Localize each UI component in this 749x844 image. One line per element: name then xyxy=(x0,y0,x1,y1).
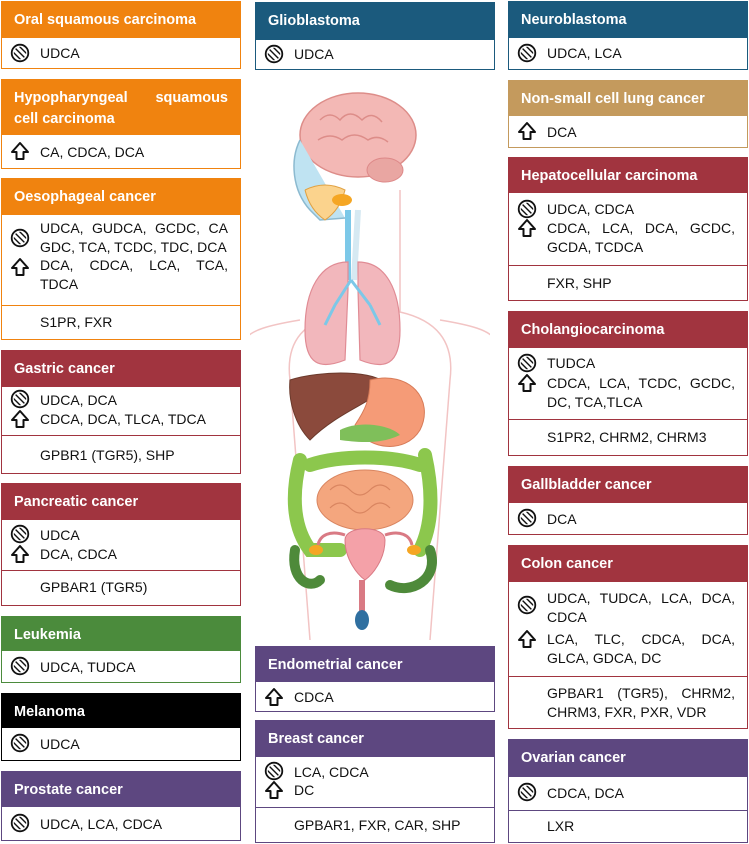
card-leukemia: Leukemia UDCA, TUDCA xyxy=(1,616,241,683)
card-title: Non-small cell lung cancer xyxy=(509,81,747,116)
card-title: Leukemia xyxy=(2,617,240,651)
card-title: Melanoma xyxy=(2,694,240,728)
up-arrow-icon xyxy=(10,544,30,564)
no-sign-icon xyxy=(10,813,30,833)
card-ovarian-cancer: Ovarian cancer CDCA, DCA LXR xyxy=(508,739,748,843)
no-sign-icon xyxy=(517,508,537,528)
receptor-list: S1PR2, CHRM2, CHRM3 xyxy=(547,429,707,445)
increase-list: CDCA, LCA, TCDC, GCDC, DC, TCA,TLCA xyxy=(547,375,735,410)
card-title: Pancreatic cancer xyxy=(2,484,240,520)
inhibit-list: UDCA xyxy=(40,736,80,752)
card-title: Oral squamous carcinoma xyxy=(2,2,240,38)
receptor-list: GPBAR1, FXR, CAR, SHP xyxy=(294,817,461,833)
no-sign-icon xyxy=(10,228,30,248)
inhibit-list: UDCA, TUDCA, LCA, DCA, CDCA xyxy=(547,590,735,625)
up-arrow-icon xyxy=(264,687,284,707)
card-gallbladder-cancer: Gallbladder cancer DCA xyxy=(508,466,748,535)
increase-list: DCA xyxy=(547,124,577,140)
card-melanoma: Melanoma UDCA xyxy=(1,693,241,761)
card-endometrial-cancer: Endometrial cancer CDCA xyxy=(255,646,495,712)
card-neuroblastoma: Neuroblastoma UDCA, LCA xyxy=(508,1,748,70)
card-colon-cancer: Colon cancer UDCA, TUDCA, LCA, DCA, CDCA… xyxy=(508,545,748,729)
inhibit-list: UDCA, CDCA xyxy=(547,201,635,217)
inhibit-list: TUDCA xyxy=(547,355,596,371)
card-non-small-cell-lung-cancer: Non-small cell lung cancer DCA xyxy=(508,80,748,148)
receptor-list: GPBAR1 (TGR5) xyxy=(40,579,148,595)
inhibit-list: UDCA, LCA, CDCA xyxy=(40,816,163,832)
no-sign-icon xyxy=(517,595,537,615)
card-glioblastoma: Glioblastoma UDCA xyxy=(255,2,495,70)
card-breast-cancer: Breast cancer LCA, CDCA DC GPBAR1, FXR, … xyxy=(255,720,495,843)
inhibit-list: UDCA, GUDCA, GCDC, CA GDC, TCA, TCDC, TD… xyxy=(40,220,228,255)
up-arrow-icon xyxy=(517,121,537,141)
card-title: Colon cancer xyxy=(509,546,747,582)
increase-list: DC xyxy=(294,782,315,798)
inhibit-list: CDCA, DCA xyxy=(547,785,625,801)
up-arrow-icon xyxy=(264,780,284,800)
receptor-list: FXR, SHP xyxy=(547,275,612,291)
increase-list: CDCA, LCA, DCA, GCDC, GCDA, TCDCA xyxy=(547,220,735,255)
card-gastric-cancer: Gastric cancer UDCA, DCA CDCA, DCA, TLCA… xyxy=(1,350,241,474)
no-sign-icon xyxy=(10,43,30,63)
card-prostate-cancer: Prostate cancer UDCA, LCA, CDCA xyxy=(1,771,241,841)
card-oesophageal-cancer: Oesophageal cancer UDCA, GUDCA, GCDC, CA… xyxy=(1,178,241,340)
inhibit-list: DCA xyxy=(547,511,577,527)
increase-list: DCA, CDCA, LCA, TCA, TDCA xyxy=(40,257,228,292)
card-cholangiocarcinoma: Cholangiocarcinoma TUDCA CDCA, LCA, TCDC… xyxy=(508,311,748,456)
no-sign-icon xyxy=(10,389,30,409)
card-pancreatic-cancer: Pancreatic cancer UDCA DCA, CDCA GPBAR1 … xyxy=(1,483,241,606)
human-anatomy-illustration xyxy=(250,92,490,640)
inhibit-list: UDCA xyxy=(40,527,80,543)
card-title: Endometrial cancer xyxy=(256,647,494,682)
card-title: Oesophageal cancer xyxy=(2,179,240,215)
card-title: Neuroblastoma xyxy=(509,2,747,38)
card-title: Gastric cancer xyxy=(2,351,240,387)
card-oral-squamous-carcinoma: Oral squamous carcinoma UDCA xyxy=(1,1,241,69)
no-sign-icon xyxy=(10,656,30,676)
receptor-list: GPBR1 (TGR5), SHP xyxy=(40,447,175,463)
inhibit-list: UDCA, TUDCA xyxy=(40,659,136,675)
card-title: Prostate cancer xyxy=(2,772,240,807)
increase-list: CA, CDCA, DCA xyxy=(40,144,145,160)
card-title: Gallbladder cancer xyxy=(509,467,747,503)
up-arrow-icon xyxy=(10,141,30,161)
up-arrow-icon xyxy=(517,629,537,649)
no-sign-icon xyxy=(264,44,284,64)
increase-list: CDCA xyxy=(294,689,334,705)
inhibit-list: LCA, CDCA xyxy=(294,764,369,780)
card-hypopharyngeal-carcinoma: Hypopharyngeal squamous cell carcinoma C… xyxy=(1,79,241,169)
receptor-list: GPBAR1 (TGR5), CHRM2, CHRM3, FXR, PXR, V… xyxy=(547,685,735,720)
no-sign-icon xyxy=(517,43,537,63)
increase-list: CDCA, DCA, TLCA, TDCA xyxy=(40,411,206,427)
card-title: Glioblastoma xyxy=(256,3,494,40)
inhibit-list: UDCA xyxy=(40,45,80,61)
up-arrow-icon xyxy=(10,257,30,277)
receptor-list: S1PR, FXR xyxy=(40,314,113,330)
inhibit-list: UDCA, LCA xyxy=(547,45,622,61)
card-title: Hepatocellular carcinoma xyxy=(509,158,747,193)
increase-list: DCA, CDCA xyxy=(40,546,118,562)
card-hepatocellular-carcinoma: Hepatocellular carcinoma UDCA, CDCA CDCA… xyxy=(508,157,748,301)
no-sign-icon xyxy=(517,782,537,802)
card-title: Breast cancer xyxy=(256,721,494,757)
increase-list: LCA, TLC, CDCA, DCA, GLCA, GDCA, DC xyxy=(547,631,735,666)
no-sign-icon xyxy=(10,733,30,753)
inhibit-list: UDCA xyxy=(294,46,334,62)
up-arrow-icon xyxy=(517,218,537,238)
up-arrow-icon xyxy=(517,373,537,393)
inhibit-list: UDCA, DCA xyxy=(40,392,118,408)
card-title: Ovarian cancer xyxy=(509,740,747,777)
card-title: Cholangiocarcinoma xyxy=(509,312,747,348)
receptor-list: LXR xyxy=(547,818,575,834)
up-arrow-icon xyxy=(10,409,30,429)
card-title: Hypopharyngeal squamous cell carcinoma xyxy=(2,80,240,135)
